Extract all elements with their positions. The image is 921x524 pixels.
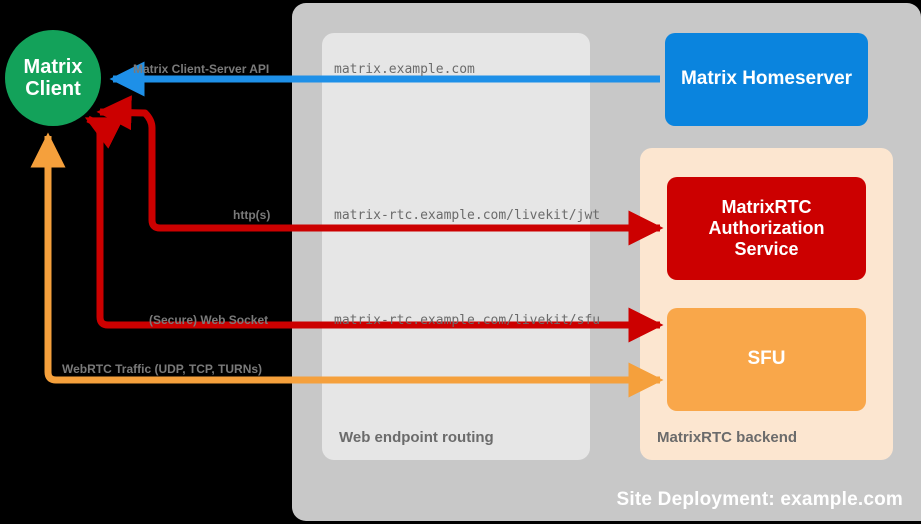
- endpoint-label-matrix-example-com: matrix.example.com: [334, 62, 475, 77]
- edge-label-webrtc-traffic: WebRTC Traffic (UDP, TCP, TURNs): [62, 362, 263, 376]
- matrixrtc-backend-label: MatrixRTC backend: [657, 429, 798, 446]
- node-matrixrtc-authorization-service[interactable]: MatrixRTC Authorization Service: [667, 177, 866, 280]
- site-deployment-label: Site Deployment: example.com: [616, 489, 903, 510]
- sfu-label: SFU: [747, 348, 786, 370]
- matrix-homeserver-label: Matrix Homeserver: [680, 68, 853, 90]
- endpoint-label-livekit-jwt: matrix-rtc.example.com/livekit/jwt: [334, 208, 601, 223]
- node-sfu[interactable]: SFU: [667, 308, 866, 411]
- web-endpoint-routing-label: Web endpoint routing: [339, 429, 494, 446]
- endpoint-label-livekit-sfu: matrix-rtc.example.com/livekit/sfu: [334, 313, 601, 328]
- node-matrix-client[interactable]: Matrix Client: [5, 30, 101, 126]
- edge-label-client-server-api: Matrix Client-Server API: [133, 62, 270, 76]
- matrix-client-label: Matrix Client: [23, 55, 83, 100]
- node-matrix-homeserver[interactable]: Matrix Homeserver: [665, 33, 868, 126]
- edge-label-secure-websocket: (Secure) Web Socket: [149, 313, 269, 327]
- web-endpoint-routing-group: Web endpoint routing: [322, 33, 590, 460]
- matrixrtc-auth-service-label: MatrixRTC Authorization Service: [708, 196, 825, 260]
- edge-label-http: http(s): [233, 208, 271, 222]
